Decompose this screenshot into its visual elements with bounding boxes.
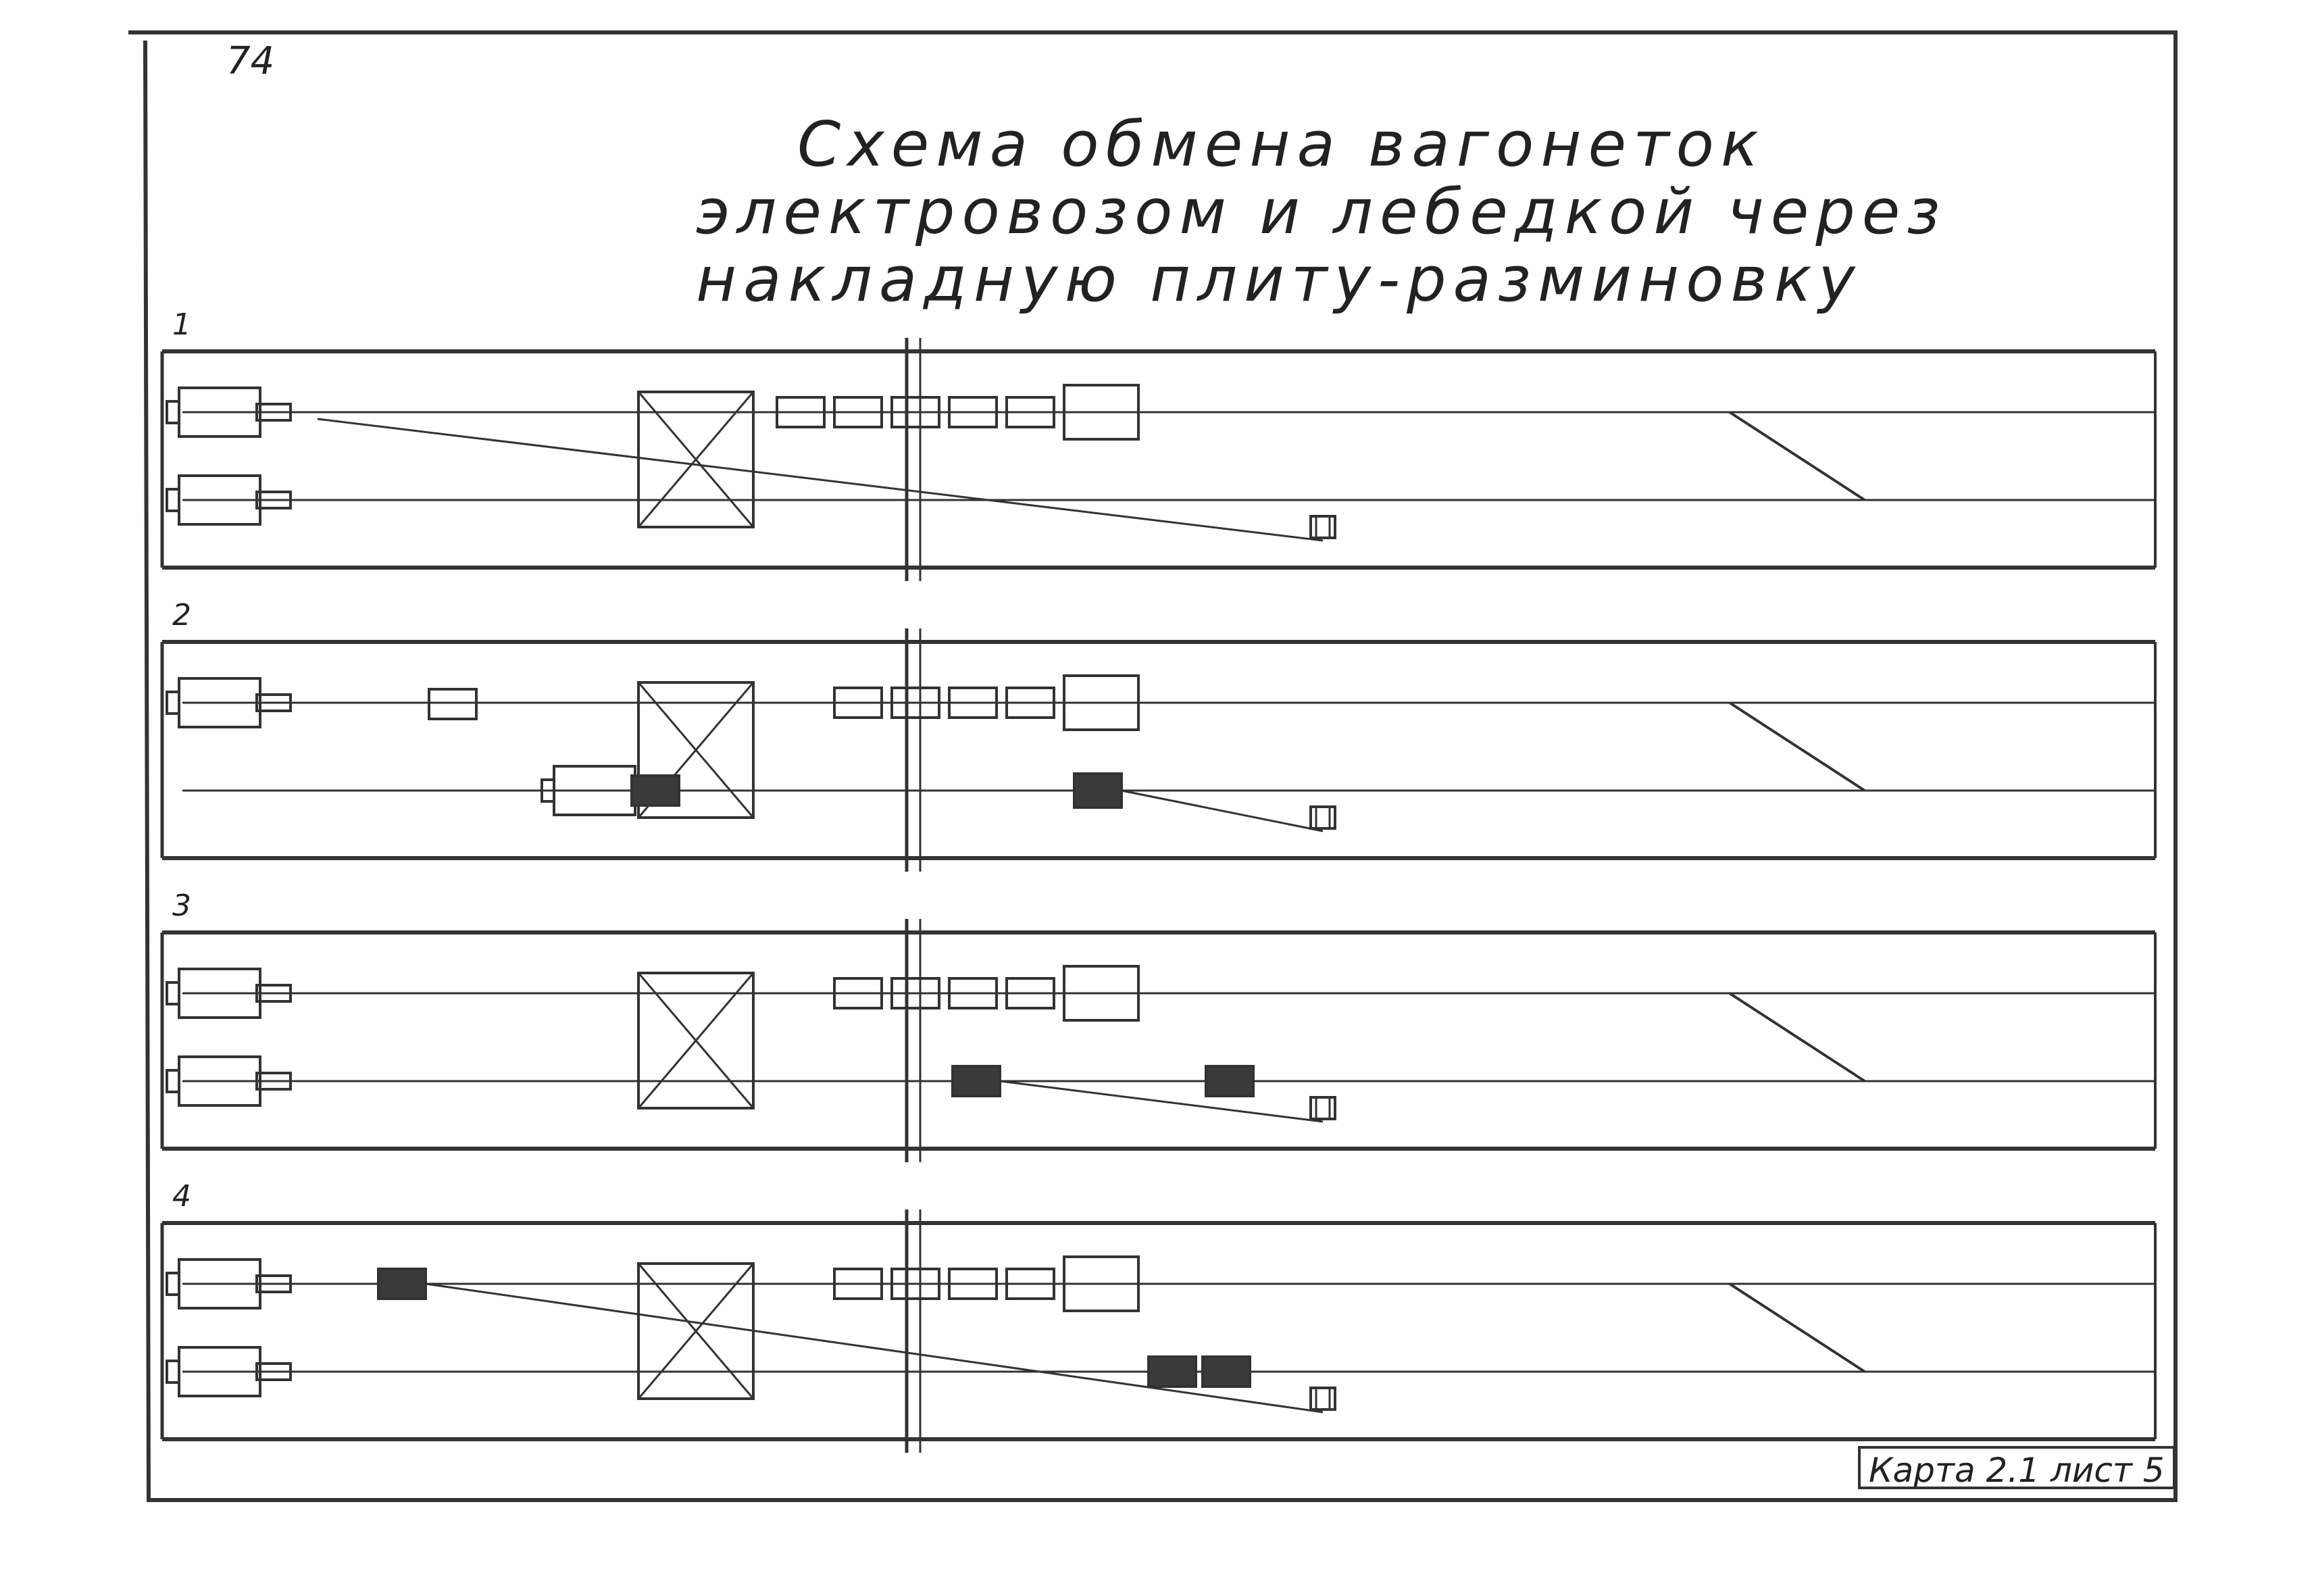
panel-3-switch	[1728, 992, 1866, 1082]
panel-3-number: 3	[172, 889, 191, 923]
panel-4-winch-rope	[425, 1282, 1324, 1414]
panel-2-winch	[1309, 805, 1336, 830]
panel-2-switch	[1728, 701, 1866, 792]
panel-3-loaded-wagon	[951, 1065, 1001, 1097]
panel-2-loaded-wagon	[630, 774, 680, 807]
panel-3-locomotive-lower-cab	[166, 1069, 180, 1093]
panel-4-wagon	[1005, 1268, 1055, 1300]
title-line-2: электровозом и лебедкой через	[696, 176, 1947, 248]
panel-3-passing-plate	[637, 972, 755, 1109]
panel-4-locomotive-lower-cab	[166, 1360, 180, 1384]
panel-2-wagon	[833, 687, 883, 719]
panel-1-wagon	[948, 396, 998, 428]
panel-1-wagon	[776, 396, 826, 428]
panel-4-locomotive-upper-cab	[166, 1272, 180, 1296]
panel-1-locomotive-lower-cab	[166, 488, 180, 512]
page-number: 74	[226, 39, 275, 83]
panel-3-wagon	[1005, 977, 1055, 1009]
panel-3-locomotive-upper-coupler	[255, 984, 292, 1003]
panel-3-wagon	[890, 977, 940, 1009]
panel-1-winch-rope	[317, 418, 1324, 542]
panel-1-wagon-lead	[1063, 384, 1140, 441]
panel-2-locomotive-lower-cab	[540, 778, 555, 803]
panel-2-winch-rope	[1121, 789, 1324, 832]
panel-2-locomotive-upper-coupler	[255, 693, 292, 712]
title-line-3: накладную плиту-разминовку	[696, 243, 1862, 316]
panel-3-wagon	[948, 977, 998, 1009]
panel-1-wagon	[833, 396, 883, 428]
panel-4-switch	[1728, 1282, 1866, 1373]
panel-2-wagon	[890, 687, 940, 719]
panel-1-winch	[1309, 515, 1336, 539]
panel-2-loaded-wagon	[1073, 772, 1123, 809]
panel-1-wagon	[1005, 396, 1055, 428]
panel-4-loaded-wagon	[377, 1268, 427, 1300]
panel-4-wagon	[890, 1268, 940, 1300]
title-line-1: Схема обмена вагонеток	[797, 108, 1765, 180]
panel-2-wagon-lead	[1063, 674, 1140, 731]
panel-3-wagon	[833, 977, 883, 1009]
panel-4-loaded-wagon	[1147, 1355, 1197, 1388]
panel-3-passing-plate-diag	[637, 972, 755, 1109]
panel-4-wagon-lead	[1063, 1255, 1140, 1312]
panel-1-locomotive-lower-coupler	[255, 491, 292, 509]
panel-3-locomotive-upper-cab	[166, 981, 180, 1005]
panel-3-loaded-wagon	[1205, 1065, 1255, 1097]
panel-2-locomotive-upper-cab	[166, 691, 180, 715]
outer-frame	[128, 30, 2178, 1502]
panel-1-passing-plate	[637, 391, 755, 528]
panel-1-switch	[1728, 411, 1866, 501]
panel-3-winch-rope	[999, 1080, 1324, 1123]
panel-4-locomotive-upper-coupler	[255, 1274, 292, 1293]
panel-3-winch	[1309, 1096, 1336, 1120]
panel-1-locomotive-upper-coupler	[255, 403, 292, 422]
panel-2-wagon	[948, 687, 998, 719]
panel-2-wagon	[1005, 687, 1055, 719]
panel-2-number: 2	[172, 598, 191, 632]
panel-4-winch	[1309, 1387, 1336, 1411]
panel-1-number: 1	[172, 307, 191, 342]
panel-4-passing-plate-diag	[637, 1263, 755, 1399]
panel-1-wagon	[890, 396, 940, 428]
panel-4-loaded-wagon	[1201, 1355, 1251, 1388]
panel-4-locomotive-lower-coupler	[255, 1362, 292, 1381]
panel-2-empty-wagon	[428, 688, 478, 720]
panel-2-passing-plate	[637, 681, 755, 819]
panel-4-wagon	[948, 1268, 998, 1300]
panel-1-passing-plate-diag	[637, 391, 755, 528]
panel-4-wagon	[833, 1268, 883, 1300]
panel-3-locomotive-lower-coupler	[255, 1072, 292, 1091]
panel-3-wagon-lead	[1063, 965, 1140, 1022]
panel-4-number: 4	[172, 1179, 191, 1214]
panel-1-locomotive-upper-cab	[166, 400, 180, 424]
